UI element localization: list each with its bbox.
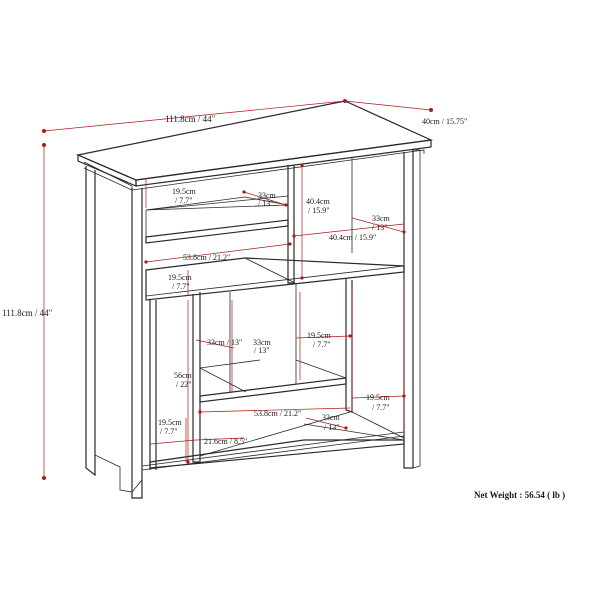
top-side-edge: [135, 139, 432, 187]
label-upper-right-height: 40.4cm: [306, 197, 331, 206]
right-front-leg: [403, 150, 414, 469]
upper-center-divider: [287, 165, 295, 284]
label-bottom-depth: 33cm: [322, 413, 341, 422]
bottom-shelf: [149, 439, 405, 469]
label-lower-mid-depth-1: 33cm / 13": [207, 338, 242, 347]
label-upper-right-width: 40.4cm / 15.9": [329, 233, 376, 242]
lower-left-divider: [192, 292, 201, 463]
label-top-depth: 40cm / 15.75": [422, 117, 467, 126]
label-upper-left-height-in: / 7.7": [175, 196, 193, 205]
label-upper-left-width: 53.8cm / 21.2": [183, 253, 230, 262]
label-bottom-width: 53.8cm / 21.2": [254, 409, 301, 418]
net-weight-label: Net Weight : 56.54 ( lb ): [474, 490, 565, 500]
top-front-edge: [77, 154, 137, 187]
bookcase-drawing: [76, 100, 434, 499]
label-lower-left-height: 56cm: [174, 371, 193, 380]
label-lower-right-height-in: / 7.7": [372, 403, 390, 412]
label-bottom-inner-width: 21.6cm / 8.5": [204, 437, 247, 446]
label-lower-mid-depth-2-in: / 13": [254, 346, 270, 355]
dimension-labels: 111.8cm / 44" 40cm / 15.75" 111.8cm / 44…: [2, 114, 467, 446]
label-upper-mid-depth-in: / 13": [258, 199, 274, 208]
lower-middle-shelf: [199, 377, 347, 403]
label-bottom-left-height: 19.5cm: [158, 418, 183, 427]
label-lower-right-height: 19.5cm: [366, 393, 391, 402]
left-back-leg: [85, 166, 96, 477]
label-mid-left-height: 19.5cm: [168, 273, 193, 282]
label-upper-right-depth: 33cm: [372, 214, 391, 223]
label-upper-right-depth-in: / 13": [372, 223, 388, 232]
dimension-lines: [42, 99, 433, 480]
label-upper-right-height-in: / 15.9": [308, 206, 330, 215]
lower-right-divider: [345, 278, 353, 413]
label-upper-mid-depth: 33cm: [258, 191, 277, 200]
label-total-height: 111.8cm / 44": [2, 308, 53, 318]
left-front-leg: [131, 188, 143, 499]
label-lower-mid-depth-2: 33cm: [253, 338, 272, 347]
label-lower-mid-height: 19.5cm: [307, 331, 332, 340]
label-bottom-depth-in: / 13": [324, 423, 340, 432]
label-lower-mid-height-in: / 7.7": [313, 340, 331, 349]
upper-left-shelf: [145, 219, 289, 244]
label-bottom-left-height-in: / 7.7": [160, 427, 178, 436]
label-mid-left-height-in: / 7.7": [172, 282, 190, 291]
label-top-width: 111.8cm / 44": [165, 114, 216, 124]
top-surface: [76, 100, 434, 181]
label-upper-left-height: 19.5cm: [172, 187, 197, 196]
label-lower-left-height-in: / 22": [176, 380, 192, 389]
